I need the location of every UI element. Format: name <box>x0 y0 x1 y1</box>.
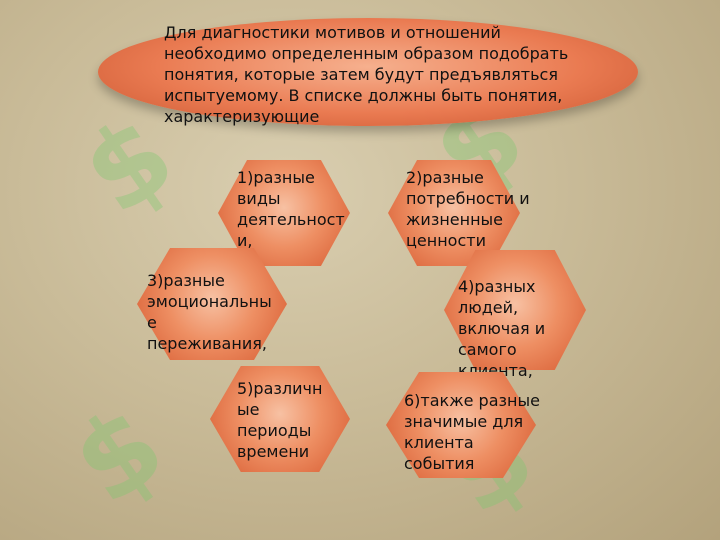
item-5-text: 5)различн ые периоды времени <box>237 379 323 461</box>
slide-title: Для диагностики мотивов и отношений необ… <box>164 23 569 126</box>
item-6-text: 6)также разные значимые для клиента собы… <box>404 391 540 473</box>
item-3-text: 3)разные эмоциональны е переживания, <box>147 271 272 353</box>
item-2-text: 2)разные потребности и жизненные ценност… <box>406 168 530 250</box>
hexagon-4 <box>444 250 586 370</box>
hexagon-6 <box>386 372 536 478</box>
hexagon-5 <box>210 366 350 472</box>
title-oval <box>98 18 638 126</box>
watermark-logo: $ <box>50 380 187 530</box>
hexagon-2 <box>388 160 520 266</box>
item-1-text: 1)разные виды деятельност и, <box>237 168 345 250</box>
hexagon-3 <box>137 248 287 360</box>
item-4-text: 4)разных людей, включая и самого клиента… <box>458 277 546 380</box>
